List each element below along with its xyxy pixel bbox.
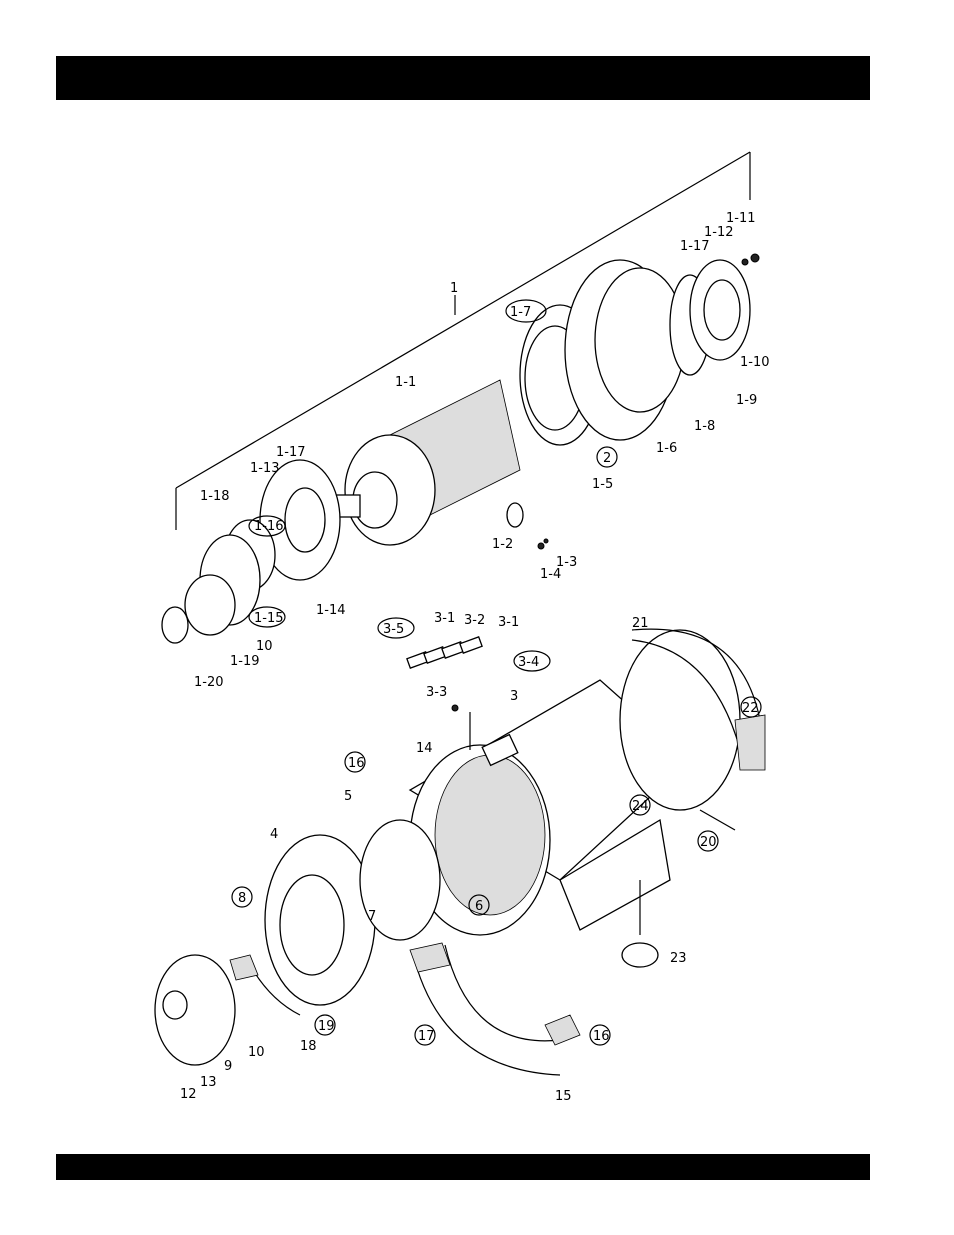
end-bell	[155, 820, 440, 1065]
part-label-1-12: 1-12	[704, 225, 734, 240]
part-label-12: 12	[180, 1087, 197, 1102]
part-label-20: 20	[700, 835, 717, 850]
part-label-1: 1	[450, 281, 458, 296]
part-label-6: 6	[475, 899, 483, 914]
part-label-1-7: 1-7	[510, 305, 531, 320]
part-label-3-1-a: 3-1	[434, 611, 455, 626]
part-label-9: 9	[224, 1059, 232, 1074]
part-label-21: 21	[632, 616, 649, 631]
part-label-1-9: 1-9	[736, 393, 757, 408]
part-label-23: 23	[670, 951, 687, 966]
part-label-1-17-top: 1-17	[680, 239, 710, 254]
part-label-1-11: 1-11	[726, 211, 756, 226]
part-label-24: 24	[632, 799, 649, 814]
part-label-10-top: 10	[256, 639, 273, 654]
part-label-1-16: 1-16	[254, 519, 284, 534]
part-label-1-19: 1-19	[230, 654, 260, 669]
part-label-3: 3	[510, 689, 518, 704]
part-label-1-10: 1-10	[740, 355, 770, 370]
part-label-3-3: 3-3	[426, 685, 447, 700]
part-label-22: 22	[742, 701, 759, 716]
part-label-13: 13	[200, 1075, 217, 1090]
part-label-7: 7	[368, 909, 376, 924]
part-label-3-1-b: 3-1	[498, 615, 519, 630]
part-label-2: 2	[603, 451, 611, 466]
part-label-1-1: 1-1	[395, 375, 416, 390]
part-label-18: 18	[300, 1039, 317, 1054]
part-label-15: 15	[555, 1089, 572, 1104]
part-label-1-14: 1-14	[316, 603, 346, 618]
part-label-1-20: 1-20	[194, 675, 224, 690]
part-label-1-13: 1-13	[250, 461, 280, 476]
part-label-1-18: 1-18	[200, 489, 230, 504]
part-label-3-2: 3-2	[464, 613, 485, 628]
part-label-10: 10	[248, 1045, 265, 1060]
stator-frame	[410, 630, 740, 967]
part-label-1-6: 1-6	[656, 441, 677, 456]
part-label-3-4: 3-4	[518, 655, 539, 670]
part-label-8: 8	[238, 891, 246, 906]
part-label-1-5: 1-5	[592, 477, 613, 492]
part-label-1-2: 1-2	[492, 537, 513, 552]
part-label-3-5: 3-5	[383, 622, 404, 637]
part-label-1-8: 1-8	[694, 419, 715, 434]
part-label-14: 14	[416, 741, 433, 756]
part-label-1-4: 1-4	[540, 567, 561, 582]
part-label-5: 5	[344, 789, 352, 804]
part-label-1-17: 1-17	[276, 445, 306, 460]
part-label-4: 4	[270, 827, 278, 842]
